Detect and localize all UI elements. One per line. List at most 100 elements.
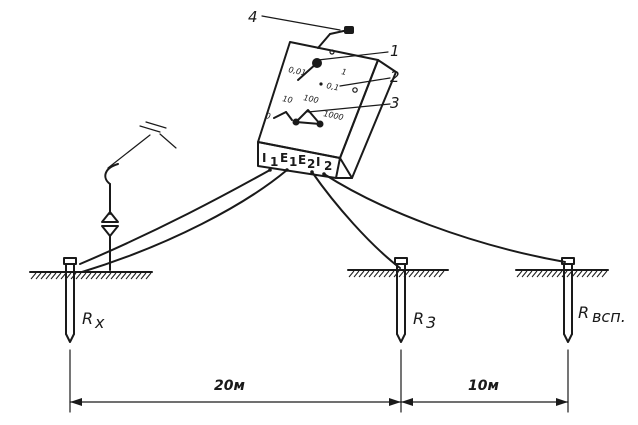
svg-text:всп.: всп. bbox=[592, 307, 626, 326]
dimension-lines: 20м 10м bbox=[69, 349, 569, 413]
ground-hatch-mark bbox=[130, 272, 137, 280]
ground-hatch-mark bbox=[90, 272, 97, 280]
dial-label-0: 0 bbox=[265, 111, 272, 121]
crank-knob[interactable] bbox=[344, 26, 354, 34]
terminal-e1: E bbox=[280, 151, 288, 165]
ground-hatch-mark bbox=[45, 272, 52, 280]
ground-hatch-mark bbox=[110, 272, 117, 280]
label-r3: R bbox=[413, 309, 424, 328]
ground-hatch-mark bbox=[105, 272, 112, 280]
ground-hatch-mark bbox=[531, 270, 538, 278]
svg-text:1: 1 bbox=[270, 155, 278, 169]
ground-hatch-mark bbox=[145, 272, 152, 280]
svg-text:2: 2 bbox=[307, 157, 315, 171]
ground-hatch-mark bbox=[120, 272, 127, 280]
ground-hatch-mark bbox=[368, 270, 375, 278]
ground-hatch-mark bbox=[85, 272, 92, 280]
ground-hatch-mark bbox=[100, 272, 107, 280]
ground-hatch-mark bbox=[40, 272, 47, 280]
ground-hatch-mark bbox=[55, 272, 62, 280]
dimension-20m: 20м bbox=[214, 378, 245, 394]
multiplier-switch[interactable] bbox=[273, 109, 324, 128]
ground-hatch-mark bbox=[373, 270, 380, 278]
lead-i1-rx bbox=[79, 169, 271, 265]
ground-hatch-mark bbox=[348, 270, 355, 278]
ground-hatch-mark bbox=[388, 270, 395, 278]
ground-hatch-mark bbox=[418, 270, 425, 278]
ground-hatch-mark bbox=[383, 270, 390, 278]
ground-hatch-mark bbox=[115, 272, 122, 280]
ground-hatch-mark bbox=[576, 270, 583, 278]
ground-hatch-mark bbox=[438, 270, 445, 278]
measuring-instrument: 0,01 1 0,1 10 100 1000 0 I 1 E 1 E 2 I 2 bbox=[257, 26, 397, 179]
ground-hatch-mark bbox=[546, 270, 553, 278]
test-probe bbox=[101, 121, 177, 271]
ground-hatch-mark bbox=[596, 270, 603, 278]
ground-hatch-mark bbox=[541, 270, 548, 278]
ground-hatch-mark bbox=[581, 270, 588, 278]
callout-3-leader bbox=[307, 103, 391, 113]
ground-hatch-mark bbox=[30, 272, 37, 280]
ground-hatch-mark bbox=[358, 270, 365, 278]
label-rvsp: R bbox=[578, 303, 589, 322]
dimension-10m: 10м bbox=[468, 378, 499, 394]
electrode-rx: R x bbox=[29, 257, 153, 343]
callout-4: 4 bbox=[248, 8, 258, 26]
electrode-r3: R 3 bbox=[347, 257, 449, 343]
callout-2-leader bbox=[339, 77, 391, 87]
ground-hatch-mark bbox=[353, 270, 360, 278]
electrode-rvsp: R всп. bbox=[515, 257, 626, 343]
ground-hatch-mark bbox=[556, 270, 563, 278]
ground-hatch-mark bbox=[363, 270, 370, 278]
terminal-i2: I bbox=[316, 155, 320, 169]
dial-label-100: 100 bbox=[303, 93, 320, 105]
crank-handle[interactable] bbox=[317, 26, 354, 49]
lead-i2-rvsp bbox=[323, 173, 566, 263]
ground-hatch-mark bbox=[423, 270, 430, 278]
dial-label-01: 0,1 bbox=[326, 81, 340, 92]
terminal-labels: I 1 E 1 E 2 I 2 bbox=[262, 151, 332, 173]
callouts: 4 1 2 3 bbox=[248, 8, 400, 113]
ground-hatch-mark bbox=[135, 272, 142, 280]
svg-text:x: x bbox=[94, 313, 105, 332]
ground-hatch-mark bbox=[551, 270, 558, 278]
ground-hatch-mark bbox=[378, 270, 385, 278]
ground-hatch-mark bbox=[80, 272, 87, 280]
ground-hatch-mark bbox=[35, 272, 42, 280]
ground-hatch-mark bbox=[526, 270, 533, 278]
ground-hatch-mark bbox=[536, 270, 543, 278]
ground-hatch-mark bbox=[428, 270, 435, 278]
ground-hatch-mark bbox=[75, 272, 82, 280]
callout-4-leader bbox=[261, 15, 341, 31]
callout-1-leader bbox=[317, 51, 389, 61]
lead-e2-r3 bbox=[311, 171, 401, 269]
connecting-leads bbox=[79, 169, 566, 273]
dial-label-10: 10 bbox=[282, 94, 294, 105]
ground-hatch-mark bbox=[95, 272, 102, 280]
callout-2: 2 bbox=[390, 68, 400, 86]
svg-text:3: 3 bbox=[426, 313, 436, 332]
svg-text:1: 1 bbox=[289, 155, 297, 169]
svg-text:2: 2 bbox=[324, 159, 332, 173]
ground-hatch-mark bbox=[408, 270, 415, 278]
callout-1: 1 bbox=[390, 42, 400, 60]
ground-hatch-mark bbox=[125, 272, 132, 280]
ground-hatch-mark bbox=[586, 270, 593, 278]
ground-hatch-mark bbox=[521, 270, 528, 278]
ground-hatch-mark bbox=[601, 270, 608, 278]
ground-hatch-mark bbox=[516, 270, 523, 278]
ground-hatch-mark bbox=[433, 270, 440, 278]
range-switch-pointer bbox=[297, 62, 318, 81]
ground-hatch-mark bbox=[140, 272, 147, 280]
terminal-i1: I bbox=[262, 151, 266, 165]
ground-hatch-mark bbox=[398, 270, 405, 278]
label-rx: R bbox=[82, 309, 93, 328]
ground-hatch-mark bbox=[591, 270, 598, 278]
dial-label-001: 0,01 bbox=[288, 65, 307, 78]
dial-label-1: 1 bbox=[341, 67, 348, 77]
callout-3: 3 bbox=[390, 94, 400, 112]
dial-label-1000: 1000 bbox=[323, 109, 345, 122]
ground-hatch-mark bbox=[413, 270, 420, 278]
instrument-side-face bbox=[339, 59, 397, 179]
